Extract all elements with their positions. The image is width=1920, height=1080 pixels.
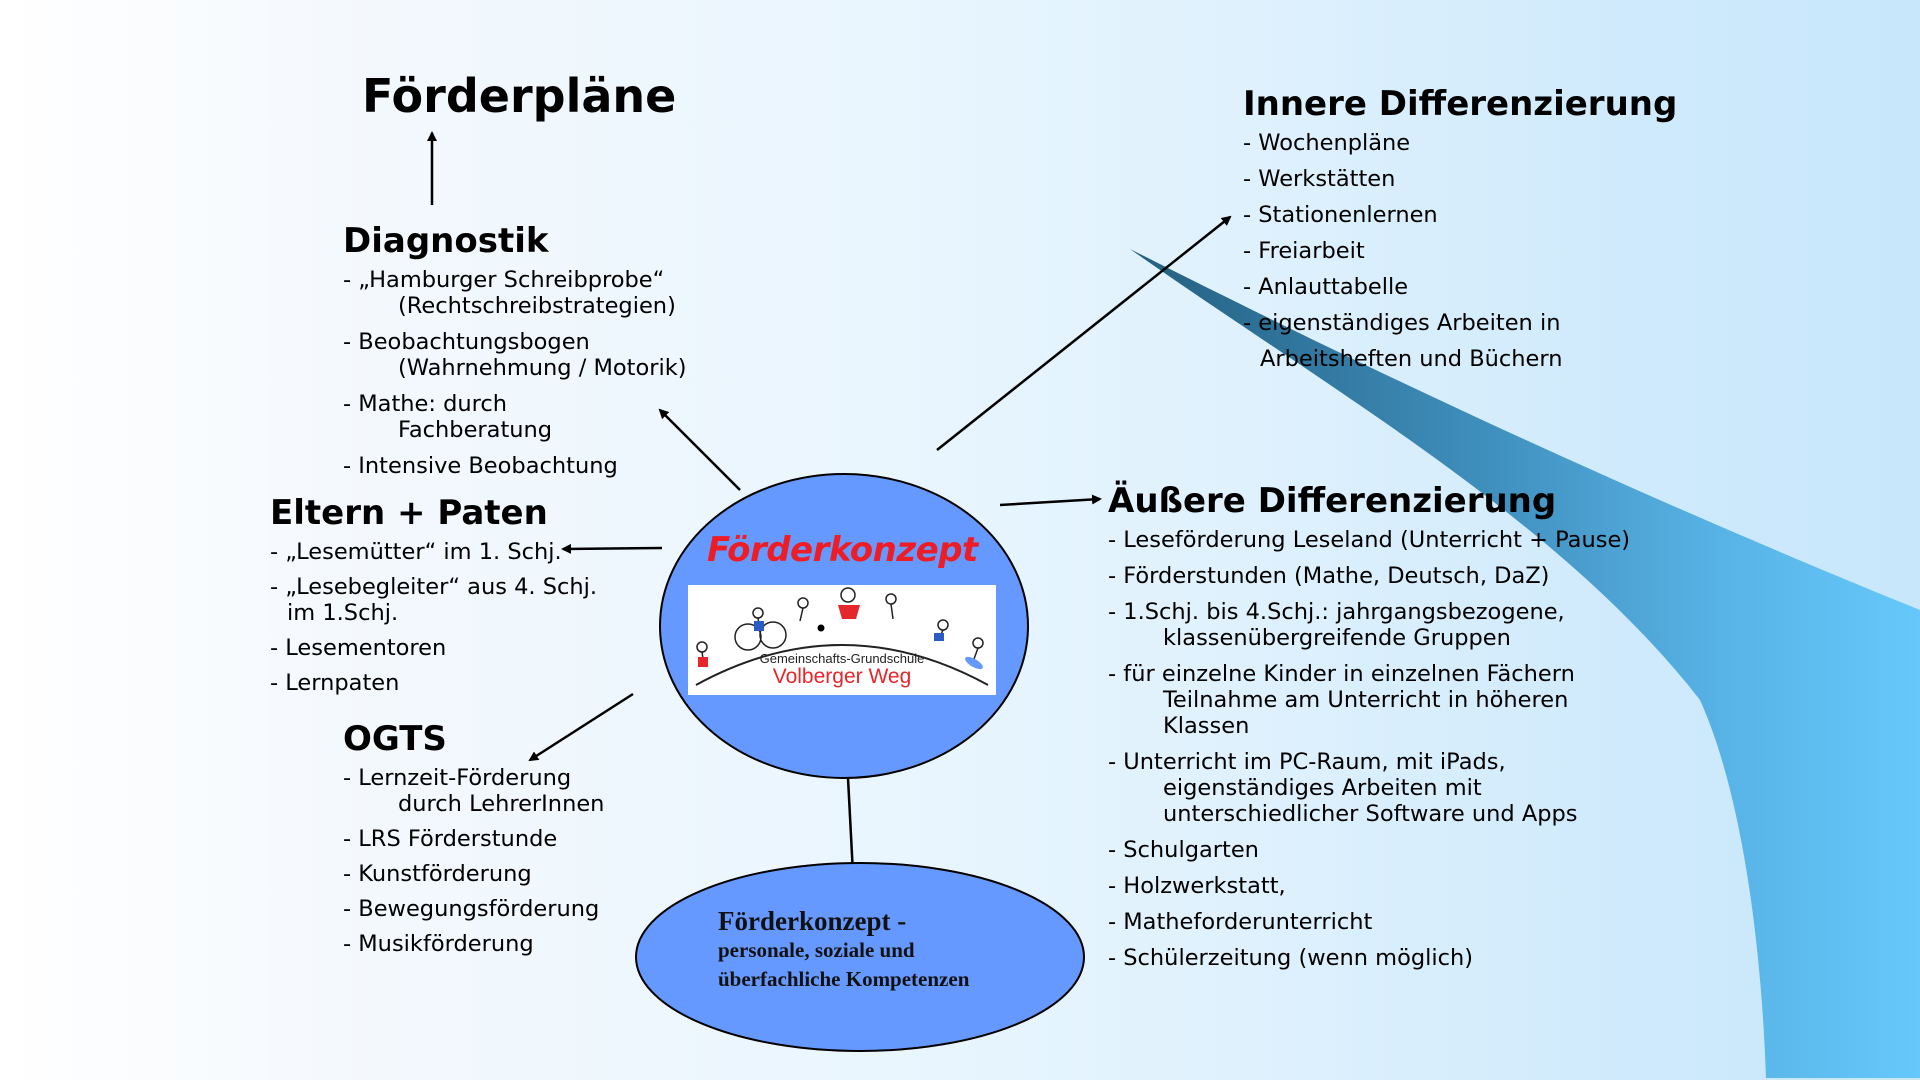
children-illustration xyxy=(695,587,989,686)
list-item: - LRS Förderstunde xyxy=(343,826,558,853)
arrow-to-diagnostik xyxy=(658,408,741,491)
innere-heading: Innere Differenzierung xyxy=(1243,84,1678,124)
arrow-to-eltern xyxy=(561,543,663,554)
diagnostik-list: - „Hamburger Schreibprobe“(Rechtschreibs… xyxy=(343,267,687,479)
arrow-to-innere xyxy=(936,215,1232,451)
innere-list: - Wochenpläne - Werkstätten - Stationenl… xyxy=(1243,130,1677,372)
center-title: Förderkonzept xyxy=(707,530,978,570)
list-item: - Lesementoren xyxy=(270,635,447,662)
list-item: - Intensive Beobachtung xyxy=(343,453,618,480)
diagnostik-block: Diagnostik - „Hamburger Schreibprobe“(Re… xyxy=(343,221,687,489)
list-item: - „Hamburger Schreibprobe“(Rechtschreibs… xyxy=(343,267,676,320)
logo-school-type: Gemeinschafts-Grundschule xyxy=(759,651,925,666)
list-item: - 1.Schj. bis 4.Schj.: jahrgangsbezogene… xyxy=(1108,599,1565,652)
aeussere-list: - Leseförderung Leseland (Unterricht + P… xyxy=(1108,527,1630,971)
list-item: - Werkstätten xyxy=(1243,166,1396,193)
list-item: - für einzelne Kinder in einzelnen Fäche… xyxy=(1108,661,1575,740)
connector-to-bottom-ellipse xyxy=(846,777,855,875)
list-item: - Schülerzeitung (wenn möglich) xyxy=(1108,945,1474,972)
list-item: - Musikförderung xyxy=(343,931,534,958)
list-item: - Unterricht im PC-Raum, mit iPads,eigen… xyxy=(1108,749,1578,828)
list-item: - Anlauttabelle xyxy=(1243,274,1409,301)
list-item: - Beobachtungsbogen(Wahrnehmung / Motori… xyxy=(343,329,687,382)
eltern-heading: Eltern + Paten xyxy=(270,493,548,533)
list-item: - Freiarbeit xyxy=(1243,238,1365,265)
bottom-ellipse-subtitle-1: personale, soziale und xyxy=(718,938,915,962)
decorative-ribbon xyxy=(1130,249,1920,1078)
list-item: - Kunstförderung xyxy=(343,861,532,888)
bottom-ellipse-title: Förderkonzept - xyxy=(718,906,907,936)
list-item: - Wochenpläne xyxy=(1243,130,1411,157)
list-item: - Holzwerkstatt, xyxy=(1108,873,1286,900)
list-item: - Matheforderunterricht xyxy=(1108,909,1373,936)
bottom-ellipse-text: Förderkonzept - personale, soziale und ü… xyxy=(718,907,969,994)
eltern-block: Eltern + Paten - „Lesemütter“ im 1. Schj… xyxy=(270,493,597,705)
aeussere-heading: Äußere Differenzierung xyxy=(1108,481,1557,521)
diagnostik-heading: Diagnostik xyxy=(343,221,549,261)
list-item: - Stationenlernen xyxy=(1243,202,1438,229)
innere-block: Innere Differenzierung - Wochenpläne - W… xyxy=(1243,84,1678,382)
foerderplaene-block: Förderpläne xyxy=(362,70,676,123)
list-item: - Lernpaten xyxy=(270,670,400,697)
list-item: - Bewegungsförderung xyxy=(343,896,600,923)
logo-school-name: Volberger Weg xyxy=(772,665,912,688)
list-item: - Schulgarten xyxy=(1108,837,1259,864)
list-item: - „Lesemütter“ im 1. Schj. xyxy=(270,539,562,566)
bottom-ellipse-subtitle-2: überfachliche Kompetenzen xyxy=(718,967,970,991)
eltern-list: - „Lesemütter“ im 1. Schj. - „Lesebeglei… xyxy=(270,539,597,696)
arrow-to-ogts xyxy=(528,692,634,762)
aeussere-block: Äußere Differenzierung - Leseförderung L… xyxy=(1108,481,1630,981)
list-item: - „Lesebegleiter“ aus 4. Schj.im 1.Schj. xyxy=(270,574,598,627)
bottom-ellipse xyxy=(635,862,1085,1052)
list-item: - Leseförderung Leseland (Unterricht + P… xyxy=(1108,527,1631,554)
list-item: - Förderstunden (Mathe, Deutsch, DaZ) xyxy=(1108,563,1550,590)
school-logo: Gemeinschafts-Grundschule Volberger Weg xyxy=(688,585,996,695)
foerderplaene-heading: Förderpläne xyxy=(362,69,677,123)
arrow-to-aeussere xyxy=(999,494,1102,507)
ogts-heading: OGTS xyxy=(343,719,447,759)
